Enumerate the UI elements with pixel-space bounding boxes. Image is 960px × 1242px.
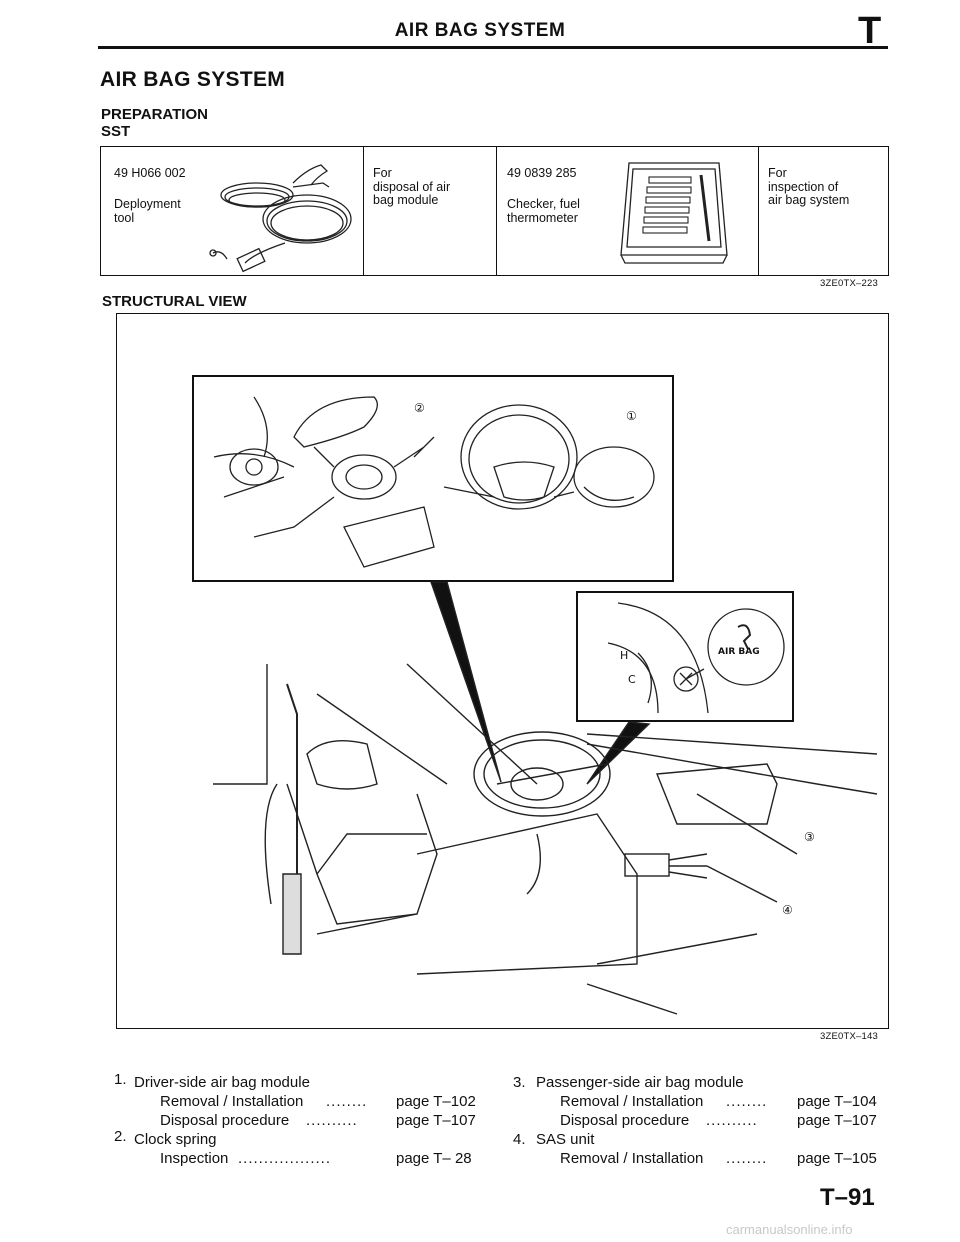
structural-view-heading: STRUCTURAL VIEW [102,293,247,310]
page-number: T–91 [820,1184,875,1211]
structural-view-diagram: ③ ④ [116,313,889,1029]
ref-page: page T–105 [797,1150,877,1167]
ref-leader: .......... [706,1112,758,1129]
list-ref: Disposal procedure .......... page T–107 [114,1111,494,1130]
item-number: 4. [513,1131,526,1148]
divider [363,147,364,275]
ref-page: page T–102 [396,1093,476,1110]
gauge-c-label: C [628,673,636,686]
divider [496,147,497,275]
component-list-left: 1. Driver-side air bag module Removal / … [114,1071,494,1168]
item-name: Clock spring [134,1131,217,1148]
header-rule [98,46,888,49]
sst-tool-number: 49 0839 285 [507,166,577,180]
section-title: AIR BAG SYSTEM [100,68,286,91]
ref-label: Disposal procedure [160,1112,290,1129]
checker-illustration [620,162,728,264]
divider [758,147,759,275]
list-ref: Inspection .................. page T– 28 [114,1149,494,1168]
sst-tool-name: Checker, fuel thermometer [507,197,580,225]
sst-table: 49 H066 002 Deployment tool For disposal… [100,146,889,276]
sst-figure-code: 3ZE0TX–223 [820,278,878,289]
item-number: 3. [513,1074,526,1091]
ref-leader: ........ [726,1150,768,1167]
section-letter: T [858,10,882,52]
watermark: carmanualsonline.info [726,1222,853,1237]
vehicle-interior-illustration [213,581,878,1015]
warning-light-inset: AIR BAG H C [576,591,794,722]
steering-exploded-illustration [213,396,655,568]
item-number: 1. [114,1071,127,1088]
item-name: SAS unit [536,1131,595,1148]
ref-label: Disposal procedure [560,1112,690,1129]
sst-tool-purpose: For disposal of air bag module [373,166,451,207]
item-name: Passenger-side air bag module [536,1074,744,1091]
gauge-h-label: H [620,649,629,662]
ref-page: page T–107 [396,1112,476,1129]
list-item: 4. SAS unit [513,1130,893,1149]
air-bag-warning-label: AIR BAG [718,647,760,657]
page-header-title: AIR BAG SYSTEM [394,20,566,41]
callout-2: ② [414,401,425,415]
callout-3: ③ [804,830,815,844]
ref-leader: .......... [306,1112,358,1129]
gauge-cluster-illustration [607,602,785,714]
deployment-tool-illustration [209,164,352,273]
item-name: Driver-side air bag module [134,1074,310,1091]
sst-tool-name: Deployment tool [114,197,181,225]
item-number: 2. [114,1128,127,1145]
list-ref: Disposal procedure .......... page T–107 [513,1111,893,1130]
ref-page: page T–107 [797,1112,877,1129]
sst-heading: SST [101,123,131,140]
ref-label: Removal / Installation [160,1093,304,1110]
steering-assembly-inset: ② ① [192,375,674,582]
list-ref: Removal / Installation ........ page T–1… [513,1149,893,1168]
callout-4: ④ [782,903,793,917]
ref-label: Removal / Installation [560,1093,704,1110]
ref-leader: .................. [238,1150,332,1167]
sst-tool-number: 49 H066 002 [114,166,186,180]
ref-page: page T– 28 [396,1150,472,1167]
callout-1: ① [626,409,637,423]
preparation-heading: PREPARATION [101,106,208,123]
list-ref: Removal / Installation ........ page T–1… [114,1092,494,1111]
ref-label: Removal / Installation [560,1150,704,1167]
ref-leader: ........ [726,1093,768,1110]
list-item: 3. Passenger-side air bag module [513,1073,893,1092]
ref-label: Inspection [160,1150,229,1167]
ref-page: page T–104 [797,1093,877,1110]
list-item: 2. Clock spring [114,1128,494,1149]
list-ref: Removal / Installation ........ page T–1… [513,1092,893,1111]
component-list-right: 3. Passenger-side air bag module Removal… [513,1073,893,1168]
structural-figure-code: 3ZE0TX–143 [820,1031,878,1042]
ref-leader: ........ [326,1093,368,1110]
list-item: 1. Driver-side air bag module [114,1071,494,1092]
sst-tool-purpose: For inspection of air bag system [768,166,850,207]
